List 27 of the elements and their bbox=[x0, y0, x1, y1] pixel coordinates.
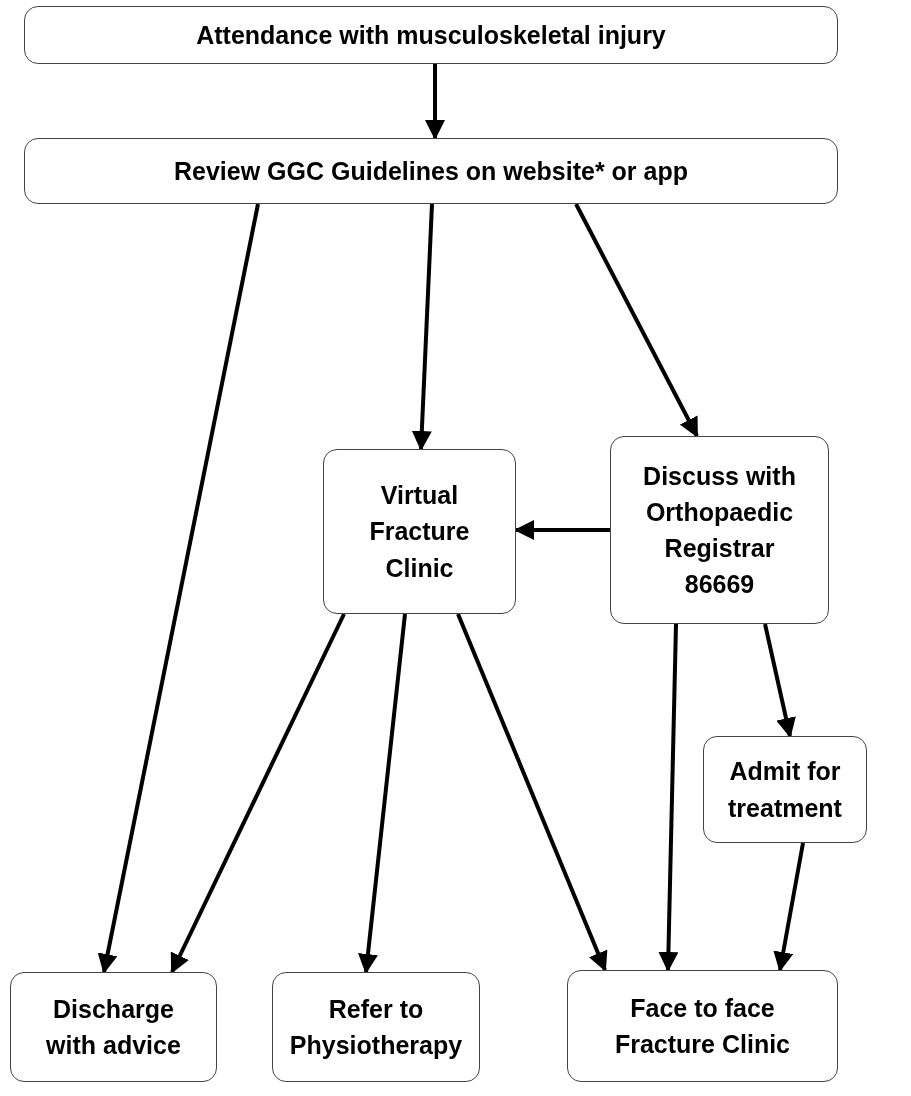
arrow bbox=[425, 64, 445, 140]
box-label: Virtual Fracture Clinic bbox=[368, 480, 471, 584]
arrow bbox=[574, 203, 699, 438]
arrow bbox=[411, 203, 434, 451]
arrow bbox=[658, 623, 679, 972]
box-label: Attendance with musculoskeletal injury bbox=[196, 19, 666, 51]
box-label: Review GGC Guidelines on website* or app bbox=[174, 155, 688, 187]
arrow bbox=[514, 520, 610, 540]
arrow bbox=[773, 842, 805, 972]
process-box bbox=[24, 6, 838, 64]
box-label: Refer to Physiotherapy bbox=[288, 993, 464, 1061]
box-label: Discuss with Orthopaedic Registrar 86669 bbox=[642, 460, 797, 601]
arrow bbox=[358, 613, 407, 974]
process-box bbox=[10, 972, 217, 1082]
arrow bbox=[763, 623, 796, 738]
process-box bbox=[24, 138, 838, 204]
arrow bbox=[170, 613, 346, 974]
arrow bbox=[456, 613, 608, 972]
process-box bbox=[323, 449, 516, 614]
process-box bbox=[567, 970, 838, 1082]
process-box bbox=[272, 972, 480, 1082]
process-box bbox=[703, 736, 867, 843]
box-label: Admit for treatment bbox=[727, 756, 843, 824]
box-label: Face to face Fracture Clinic bbox=[613, 992, 792, 1060]
process-box bbox=[610, 436, 829, 624]
box-label: Discharge with advice bbox=[45, 993, 182, 1061]
arrow bbox=[97, 203, 260, 974]
